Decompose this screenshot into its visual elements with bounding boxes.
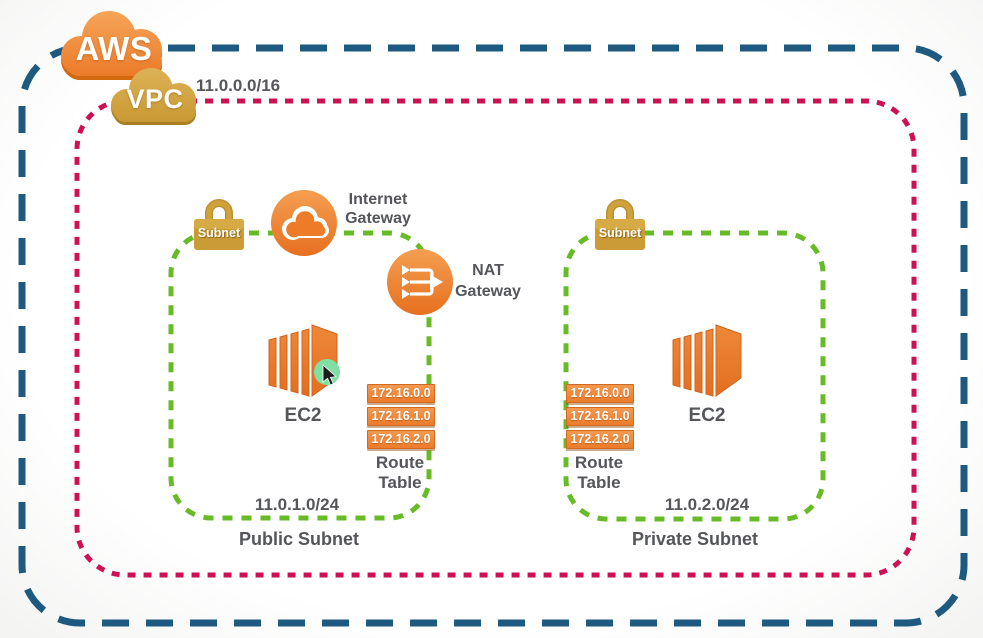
nat-gateway-icon	[385, 247, 455, 317]
aws-label: AWS	[75, 30, 153, 67]
private-route-table: 172.16.0.0 172.16.1.0 172.16.2.0 Route T…	[566, 384, 634, 493]
public-subnet-caption: Public Subnet	[238, 529, 359, 549]
public-subnet-lock-icon: Subnet	[192, 194, 246, 252]
aws-cloud-boundary	[18, 44, 968, 627]
public-subnet-boundary	[168, 230, 432, 521]
vpc-cidr-label: 11.0.0.0/16	[196, 76, 281, 95]
private-route-table-label: Route Table	[574, 453, 624, 492]
private-ec2-label: EC2	[688, 405, 726, 426]
internet-gateway-icon	[269, 188, 339, 258]
public-route-table: 172.16.0.0 172.16.1.0 172.16.2.0 Route T…	[367, 384, 435, 493]
private-subnet-cidr-label: 11.0.2.0/24	[664, 495, 750, 514]
route-entry: 172.16.0.0	[566, 384, 634, 403]
private-subnet-lock-icon: Subnet	[593, 194, 647, 252]
route-entry: 172.16.1.0	[367, 407, 435, 426]
route-entry: 172.16.2.0	[367, 430, 435, 449]
private-subnet-caption: Private Subnet	[631, 529, 759, 549]
public-subnet-lock-label: Subnet	[197, 226, 241, 240]
vpc-label: VPC	[126, 84, 184, 114]
mouse-cursor-icon	[312, 357, 342, 391]
internet-gateway-label: Internet Gateway	[345, 191, 411, 227]
public-route-table-label: Route Table	[375, 453, 425, 492]
public-ec2-label: EC2	[284, 405, 322, 426]
private-subnet-lock-label: Subnet	[598, 226, 642, 240]
public-subnet-cidr-label: 11.0.1.0/24	[254, 495, 340, 514]
route-entry: 172.16.2.0	[566, 430, 634, 449]
vpc-boundary	[74, 98, 917, 578]
route-entry: 172.16.0.0	[367, 384, 435, 403]
private-ec2-icon	[671, 318, 743, 404]
private-subnet-boundary	[563, 230, 826, 522]
nat-gateway-label: NAT Gateway	[455, 262, 521, 300]
route-entry: 172.16.1.0	[566, 407, 634, 426]
aws-cloud-icon: AWS	[53, 4, 175, 88]
vpc-cloud-icon: VPC	[104, 60, 206, 132]
